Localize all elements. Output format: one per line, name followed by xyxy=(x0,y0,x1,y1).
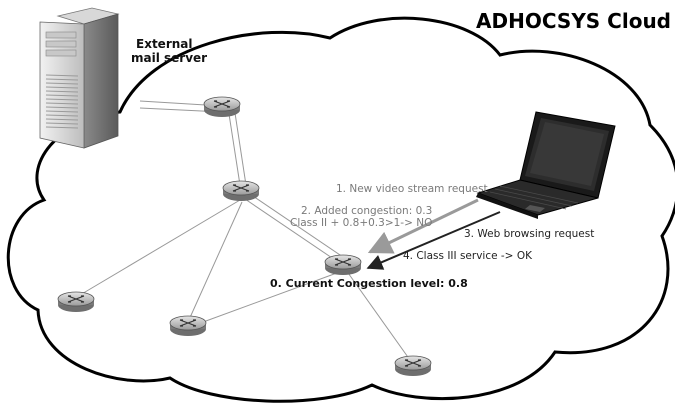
step-3-label: 3. Web browsing request xyxy=(464,228,594,240)
network-links xyxy=(74,100,411,361)
step-0-label: 0. Current Congestion level: 0.8 xyxy=(270,277,468,290)
diagram-title: ADHOCSYS Cloud xyxy=(476,9,671,33)
video-request-arrow xyxy=(367,198,479,254)
router-icon xyxy=(394,355,432,377)
cloud-outline xyxy=(6,16,675,403)
router-icon xyxy=(222,180,260,202)
router-icon xyxy=(324,254,362,276)
router-icon xyxy=(203,96,241,118)
server-label-line1: External xyxy=(136,37,192,51)
web-request-arrow xyxy=(366,211,501,270)
step-4-label: 4. Class III service -> OK xyxy=(403,250,533,262)
step-2-label-line2: Class II + 0.8+0.3>1-> NO xyxy=(290,217,432,229)
laptop-icon xyxy=(476,111,616,219)
server-tower-icon xyxy=(39,7,120,149)
router-icon xyxy=(169,315,207,337)
step-1-label: 1. New video stream request xyxy=(336,183,488,195)
server-label: External mail server xyxy=(131,37,207,65)
step-2-label-line1: 2. Added congestion: 0.3 xyxy=(301,205,432,217)
server-label-line2: mail server xyxy=(131,51,207,65)
router-icon xyxy=(57,291,95,313)
